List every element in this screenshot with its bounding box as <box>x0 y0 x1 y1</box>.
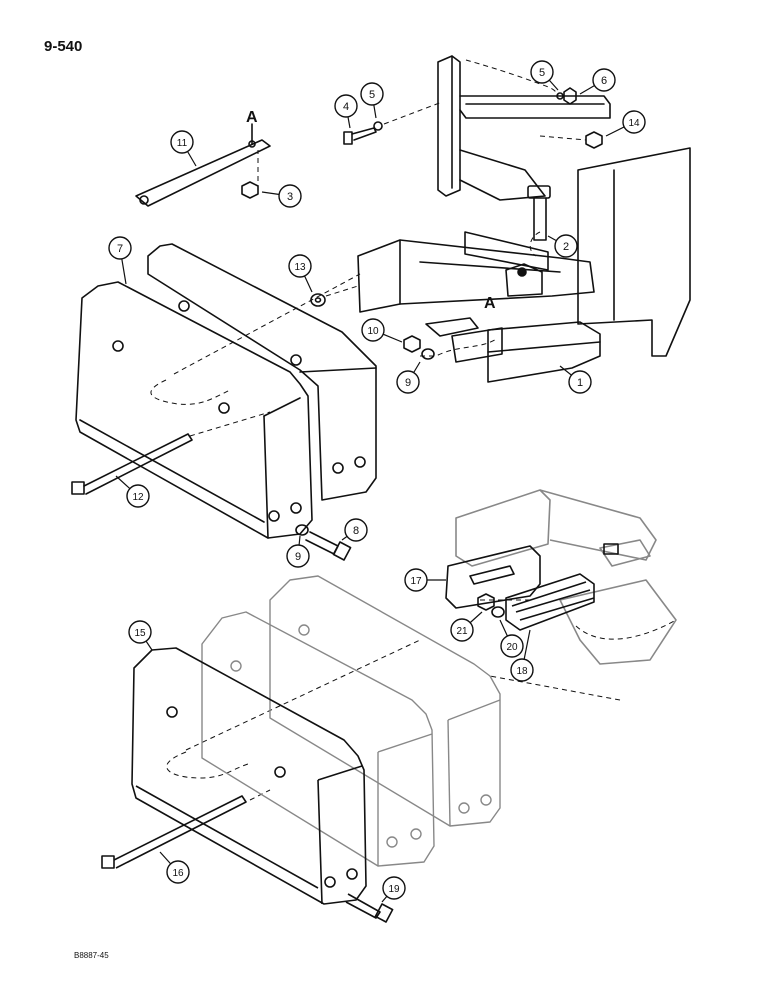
callout-number: 12 <box>132 492 144 503</box>
callout-18: 18 <box>510 629 534 682</box>
page-number: 9-540 <box>44 38 83 55</box>
callout-number: 7 <box>117 243 123 255</box>
callout-circle <box>510 658 534 682</box>
callout-5: 5 <box>360 82 384 119</box>
callout-circle <box>592 68 616 92</box>
callout-circle <box>568 370 592 394</box>
callout-number: 19 <box>388 884 400 895</box>
counterweight-front <box>75 281 313 539</box>
section-marker-lower: A <box>484 295 496 312</box>
callout-20: 20 <box>499 619 524 658</box>
callout-number: 9 <box>405 377 411 389</box>
counterweight-rear <box>147 243 377 501</box>
mounting-bracket <box>357 55 691 383</box>
callout-number: 2 <box>563 241 569 253</box>
bolt <box>295 524 352 561</box>
callout-circle <box>622 110 646 134</box>
callout-circle <box>396 370 420 394</box>
callout-7: 7 <box>108 236 132 285</box>
callout-circle <box>500 634 524 658</box>
callout-circle <box>108 236 132 260</box>
callout-17: 17 <box>404 568 446 592</box>
callout-6: 6 <box>579 68 616 95</box>
callout-circle <box>382 876 406 900</box>
lift-bar <box>135 123 271 207</box>
callout-16: 16 <box>159 851 190 884</box>
callout-number: 11 <box>177 138 188 149</box>
counterweight-lower-front <box>101 647 394 923</box>
callout-5: 5 <box>530 60 559 91</box>
callout-14: 14 <box>605 110 646 137</box>
callout-circle <box>554 234 578 258</box>
callout-number: 21 <box>456 626 468 637</box>
callout-circle <box>170 130 194 154</box>
callout-number: 5 <box>369 89 375 101</box>
callout-number: 17 <box>410 576 422 587</box>
callout-circle <box>128 620 152 644</box>
callout-circle <box>450 618 474 642</box>
callout-circle <box>404 568 428 592</box>
long-bolt <box>71 433 193 495</box>
callout-number: 14 <box>628 118 640 129</box>
callout-circle <box>288 254 312 278</box>
callout-circle <box>334 94 358 118</box>
callout-number: 16 <box>172 868 184 879</box>
callout-9: 9 <box>286 535 310 568</box>
callout-2: 2 <box>547 234 578 258</box>
callout-number: 10 <box>367 326 379 337</box>
callout-number: 20 <box>506 642 518 653</box>
callout-9: 9 <box>396 361 421 394</box>
callout-circle <box>361 318 385 342</box>
callout-number: 18 <box>516 666 528 677</box>
callout-number: 9 <box>295 551 301 563</box>
callout-circle <box>530 60 554 84</box>
callout-12: 12 <box>115 475 150 508</box>
callout-10: 10 <box>361 318 403 343</box>
callout-1: 1 <box>559 365 592 394</box>
callout-3: 3 <box>261 184 302 208</box>
callout-circle <box>166 860 190 884</box>
callout-circle <box>286 544 310 568</box>
callout-circle <box>344 518 368 542</box>
callout-11: 11 <box>170 130 197 167</box>
callout-number: 1 <box>577 377 583 389</box>
callout-number: 13 <box>294 262 306 273</box>
callout-19: 19 <box>381 876 406 903</box>
callout-number: 15 <box>134 628 146 639</box>
callout-circle <box>278 184 302 208</box>
bolt <box>343 121 383 145</box>
callout-number: 8 <box>353 525 359 537</box>
callout-number: 3 <box>287 191 293 203</box>
callout-number: 6 <box>601 75 607 87</box>
callout-number: 4 <box>343 101 349 113</box>
callout-21: 21 <box>450 611 483 642</box>
nut <box>241 181 259 199</box>
callout-circle <box>360 82 384 106</box>
callout-circle <box>126 484 150 508</box>
callout-4: 4 <box>334 94 358 129</box>
figure-code: B8887-45 <box>74 951 109 960</box>
callout-15: 15 <box>128 620 153 651</box>
callout-8: 8 <box>341 518 368 542</box>
callout-13: 13 <box>288 254 313 293</box>
section-marker-upper: A <box>246 109 258 126</box>
callout-number: 5 <box>539 67 545 79</box>
